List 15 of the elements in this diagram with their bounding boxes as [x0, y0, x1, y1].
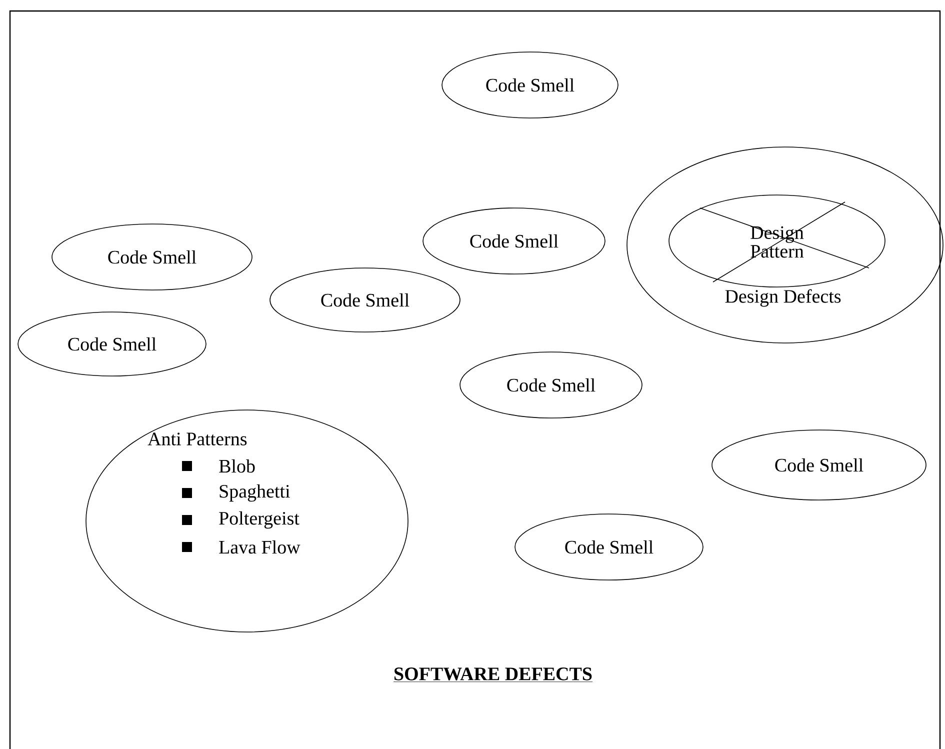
list-item: Spaghetti [182, 484, 290, 502]
list-item: Poltergeist [182, 511, 300, 529]
oval: Code Smell [18, 312, 206, 376]
oval: Code Smell [52, 224, 252, 290]
list-item: Lava Flow [182, 540, 300, 554]
oval: Code Smell [422, 208, 606, 274]
list-heading: Anti Patterns [148, 432, 247, 446]
list-item: Blob [182, 459, 255, 473]
oval: Code Smell [442, 52, 618, 118]
oval-label: Design Defects [725, 289, 841, 307]
oval: Code Smell [460, 352, 642, 418]
oval: Code Smell [270, 268, 460, 332]
oval: Code Smell [712, 430, 926, 500]
diagram-title: SOFTWARE DEFECTS [393, 668, 593, 682]
oval: Code Smell [514, 514, 704, 580]
